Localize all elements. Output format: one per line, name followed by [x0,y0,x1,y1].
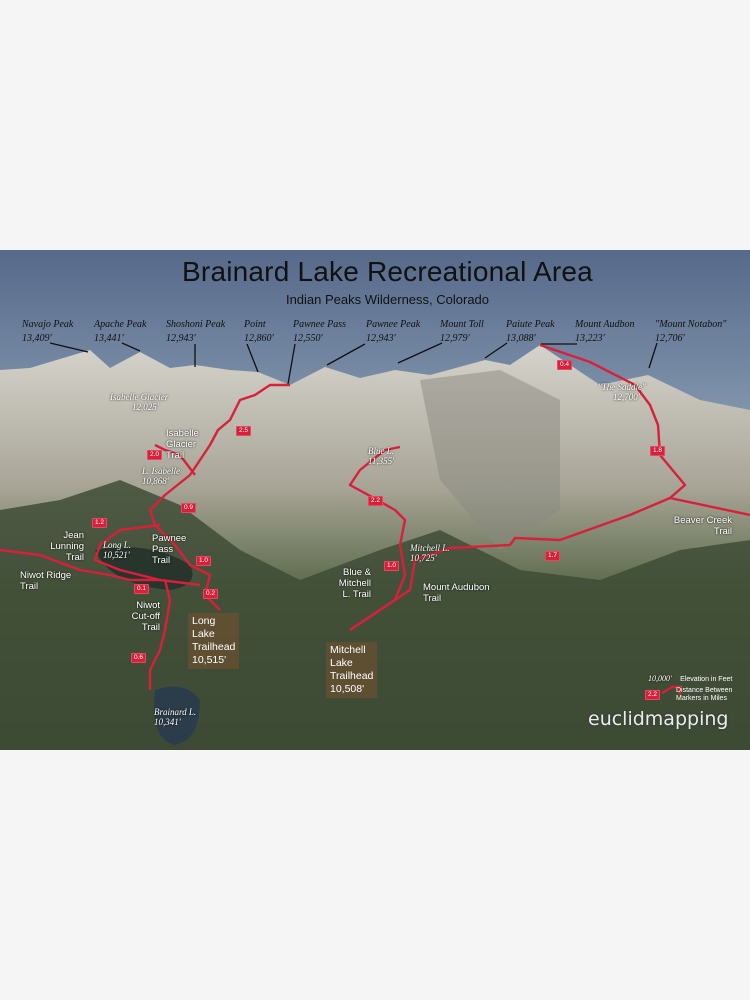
beaver-creek-trail-line [669,496,750,517]
trail-map: Brainard Lake Recreational Area Indian P… [0,250,750,750]
lake-label: Blue L.11,355' [368,446,395,466]
distance-marker: 1.0 [196,556,212,566]
peak-leader-lines [49,342,658,385]
distance-marker: 1.7 [545,551,561,561]
isabelle-glacier-trail-line [154,443,196,476]
brainard-lake [154,686,200,745]
saddle-label: "The Saddle"12,700' [598,382,646,402]
lake-label: Long L.10,521' [103,540,132,560]
legend-marker-sample: 2.2 [645,690,661,700]
blue-mitchell-trail-line [348,445,407,631]
niwot-ridge-trail-line [0,548,160,582]
distance-marker: 0.2 [203,589,219,599]
map-title: Brainard Lake Recreational Area [182,256,593,287]
rock-face [420,370,560,550]
long-lake [95,547,193,590]
mount-audubon-trail-line [349,343,687,631]
distance-marker: 0.4 [557,360,573,370]
terrain-illustration [0,250,750,750]
distance-marker: 0.1 [134,584,150,594]
distance-marker: 1.2 [92,518,108,528]
pawnee-pass-trail-line [148,383,290,611]
distance-marker: 1.0 [384,561,400,571]
niwot-cutoff-trail-line [148,579,172,690]
lake-label: Mitchell L.10,725' [410,543,450,563]
distance-marker: 0.9 [181,503,197,513]
distance-marker: 2.0 [147,450,163,460]
legend-elevation-sample: 10,000' [648,674,672,683]
distance-marker: 0.6 [131,653,147,663]
distance-marker: 2.5 [236,426,252,436]
watermark: euclidmapping [588,708,729,730]
distance-marker: 1.8 [650,446,666,456]
trails [0,343,750,695]
map-subtitle: Indian Peaks Wilderness, Colorado [285,292,490,307]
peak-label: "Mount Notabon"12,706' [655,319,727,344]
map-legend: 10,000' Elevation in Feet [648,672,732,684]
legend-elevation-label: Elevation in Feet [680,676,733,683]
legend-trail-sample [661,685,682,695]
lake-label: Brainard L.10,341' [154,707,197,727]
distance-marker: 2.2 [368,496,384,506]
forest [0,480,750,750]
